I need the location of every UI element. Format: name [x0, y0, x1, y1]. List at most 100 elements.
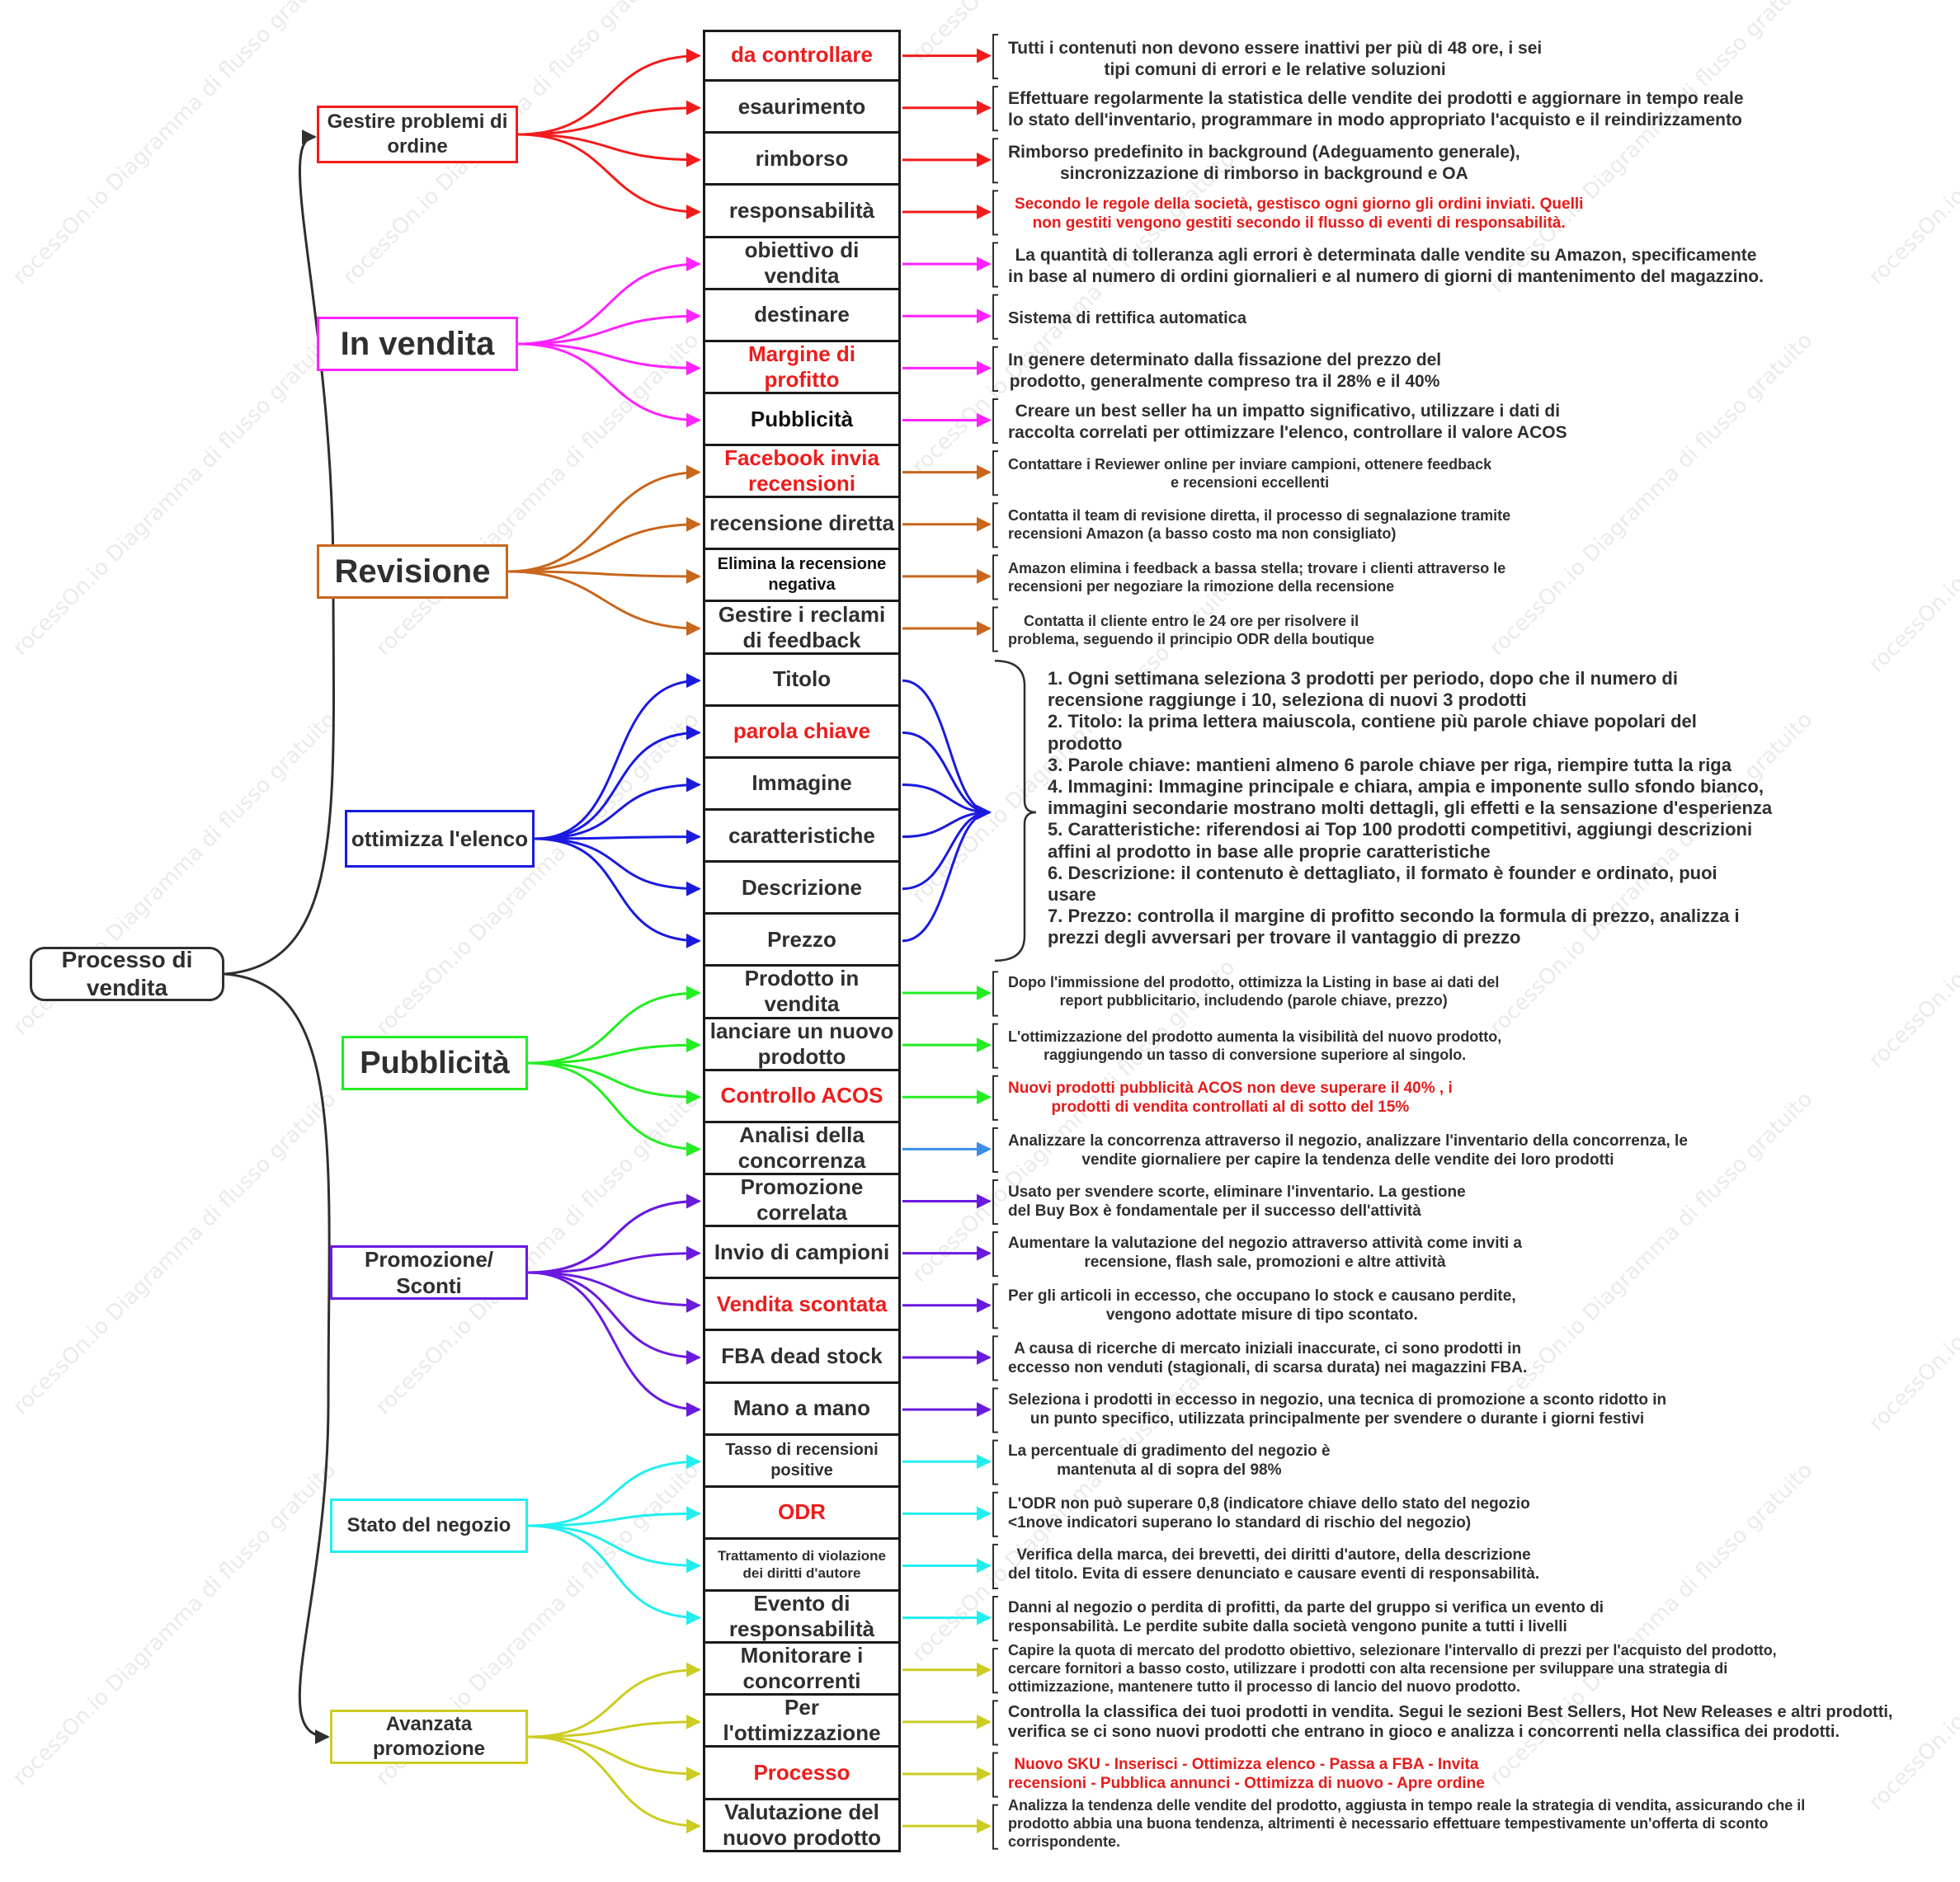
item-avanzata-3[interactable]: Valutazione del nuovo prodotto — [703, 1800, 901, 1852]
item-pubblicita-1[interactable]: lanciare un nuovo prodotto — [703, 1019, 901, 1071]
edge-pubblicita-2 — [527, 1061, 701, 1105]
category-label: In vendita — [340, 326, 495, 362]
root-node[interactable]: Processo di vendita — [30, 947, 224, 1001]
item-promozione-3[interactable]: FBA dead stock — [703, 1331, 901, 1384]
desc-bracket-stato-0 — [992, 1439, 998, 1485]
edge-ottimizza-2 — [534, 777, 701, 840]
description-gestire-0: Tutti i contenuti non devono essere inat… — [1008, 39, 1543, 79]
desc-bracket-gestire-1 — [992, 86, 998, 132]
desc-bracket-avanzata-2 — [992, 1752, 998, 1798]
item-vendita-0[interactable]: obiettivo di vendita — [703, 238, 901, 290]
desc-bracket-avanzata-3 — [992, 1804, 998, 1850]
item-stato-1[interactable]: ODR — [703, 1487, 901, 1540]
group-edge-1 — [902, 731, 992, 820]
desc-bracket-stato-3 — [992, 1596, 998, 1642]
edge-gestire-2 — [517, 133, 701, 167]
item-vendita-2[interactable]: Margine di profitto — [703, 341, 901, 394]
description-avanzata-0: Capire la quota di mercato del prodotto … — [1008, 1642, 1777, 1695]
edge-promozione-1 — [527, 1245, 701, 1274]
item-ottimizza-2[interactable]: Immagine — [703, 758, 901, 811]
description-revisione-3: Contatta il cliente entro le 24 ore per … — [1008, 613, 1375, 647]
desc-bracket-vendita-2 — [992, 346, 998, 392]
desc-bracket-vendita-1 — [992, 294, 998, 340]
desc-bracket-avanzata-0 — [992, 1648, 998, 1694]
item-ottimizza-1[interactable]: parola chiave — [703, 706, 901, 759]
description-gestire-1: Effettuare regolarmente la statistica de… — [1008, 89, 1744, 129]
category-ottimizza[interactable]: ottimizza l'elenco — [345, 810, 535, 868]
description-stato-3: Danni al negozio o perdita di profitti, … — [1008, 1599, 1604, 1635]
description-ottimizza-group: 1. Ogni settimana seleziona 3 prodotti p… — [1048, 668, 1773, 948]
category-stato[interactable]: Stato del negozio — [330, 1499, 528, 1553]
item-pubblicita-2[interactable]: Controllo ACOS — [703, 1070, 901, 1123]
edge-promozione-3 — [527, 1271, 701, 1365]
description-pubblicita-2: Nuovi prodotti pubblicità ACOS non deve … — [1008, 1080, 1453, 1116]
category-pubblicita[interactable]: Pubblicità — [342, 1036, 528, 1090]
item-revisione-3[interactable]: Gestire i reclami di feedback — [703, 602, 901, 655]
item-promozione-2[interactable]: Vendita scontata — [703, 1279, 901, 1332]
item-ottimizza-3[interactable]: caratteristiche — [703, 811, 901, 863]
edge-stato-0 — [527, 1454, 701, 1527]
description-gestire-3: Secondo le regole della società, gestisc… — [1015, 195, 1584, 232]
item-avanzata-2[interactable]: Processo — [703, 1748, 901, 1800]
item-promozione-0[interactable]: Promozione correlata — [703, 1174, 901, 1228]
item-ottimizza-5[interactable]: Prezzo — [703, 915, 901, 967]
description-promozione-1: Aumentare la valutazione del negozio att… — [1008, 1235, 1522, 1271]
description-promozione-4: Seleziona i prodotti in eccesso in negoz… — [1008, 1391, 1667, 1428]
item-ottimizza-0[interactable]: Titolo — [703, 654, 901, 707]
category-vendita[interactable]: In vendita — [317, 317, 518, 371]
edge-stato-3 — [527, 1524, 701, 1626]
desc-bracket-vendita-0 — [992, 242, 998, 288]
item-gestire-1[interactable]: esaurimento — [703, 82, 901, 134]
edge-avanzata-1 — [527, 1714, 701, 1738]
item-stato-3[interactable]: Evento di responsabilità — [703, 1591, 901, 1644]
category-revisione[interactable]: Revisione — [317, 544, 508, 599]
description-vendita-0: La quantità di tolleranza agli errori è … — [1008, 246, 1764, 286]
desc-bracket-promozione-0 — [992, 1179, 998, 1226]
desc-bracket-revisione-3 — [992, 606, 998, 652]
item-promozione-1[interactable]: Invio di campioni — [703, 1227, 901, 1280]
edge-avanzata-2 — [527, 1735, 701, 1782]
item-ottimizza-4[interactable]: Descrizione — [703, 863, 901, 915]
item-avanzata-1[interactable]: Per l'ottimizzazione — [703, 1695, 901, 1748]
desc-bracket-gestire-3 — [992, 190, 998, 236]
category-label: ottimizza l'elenco — [351, 826, 529, 851]
item-avanzata-0[interactable]: Monitorare i concorrenti — [703, 1643, 901, 1696]
edge-revisione-3 — [507, 570, 701, 637]
desc-bracket-stato-1 — [992, 1491, 998, 1537]
category-label: Pubblicità — [360, 1046, 510, 1080]
edge-stato-2 — [527, 1524, 701, 1574]
desc-bracket-promozione-4 — [992, 1387, 998, 1433]
item-gestire-2[interactable]: rimborso — [703, 134, 901, 186]
edge-promozione-4 — [527, 1271, 701, 1418]
item-revisione-0[interactable]: Facebook invia recensioni — [703, 445, 901, 499]
category-promozione[interactable]: Promozione/ Sconti — [330, 1245, 528, 1300]
item-promozione-4[interactable]: Mano a mano — [703, 1383, 901, 1436]
description-vendita-1: Sistema di rettifica automatica — [1008, 309, 1246, 327]
item-vendita-3[interactable]: Pubblicità — [703, 393, 901, 447]
item-stato-0[interactable]: Tasso di recensioni positive — [703, 1435, 901, 1488]
item-pubblicita-3[interactable]: Analisi della concorrenza — [703, 1122, 901, 1175]
desc-bracket-revisione-2 — [992, 554, 998, 600]
description-avanzata-2: Nuovo SKU - Inserisci - Ottimizza elenco… — [1008, 1756, 1485, 1792]
item-vendita-1[interactable]: destinare — [703, 289, 901, 342]
edge-avanzata-3 — [527, 1735, 701, 1834]
item-stato-2[interactable]: Trattamento di violazione dei diritti d'… — [703, 1539, 901, 1593]
category-avanzata[interactable]: Avanzata promozione — [330, 1710, 528, 1764]
description-stato-2: Verifica della marca, dei brevetti, dei … — [1008, 1546, 1540, 1583]
edge-pubblicita-1 — [527, 1037, 701, 1065]
edge-vendita-1 — [517, 308, 701, 346]
group-edge-0 — [902, 679, 992, 820]
description-gestire-2: Rimborso predefinito in background (Adeg… — [1008, 143, 1520, 183]
item-pubblicita-0[interactable]: Prodotto in vendita — [703, 966, 901, 1019]
edge-pubblicita-3 — [527, 1061, 701, 1157]
item-revisione-2[interactable]: Elimina la recensione negativa — [703, 550, 901, 603]
item-gestire-0[interactable]: da controllare — [703, 30, 901, 82]
description-promozione-2: Per gli articoli in eccesso, che occupan… — [1008, 1287, 1516, 1324]
desc-bracket-promozione-1 — [992, 1231, 998, 1277]
edge-revisione-2 — [507, 568, 701, 584]
description-pubblicita-3: Analizzare la concorrenza attraverso il … — [1008, 1132, 1688, 1169]
item-revisione-1[interactable]: recensione diretta — [703, 498, 901, 551]
item-gestire-3[interactable]: responsabilità — [703, 186, 901, 238]
edge-ottimizza-5 — [534, 837, 701, 948]
category-gestire[interactable]: Gestire problemi di ordine — [317, 106, 518, 163]
